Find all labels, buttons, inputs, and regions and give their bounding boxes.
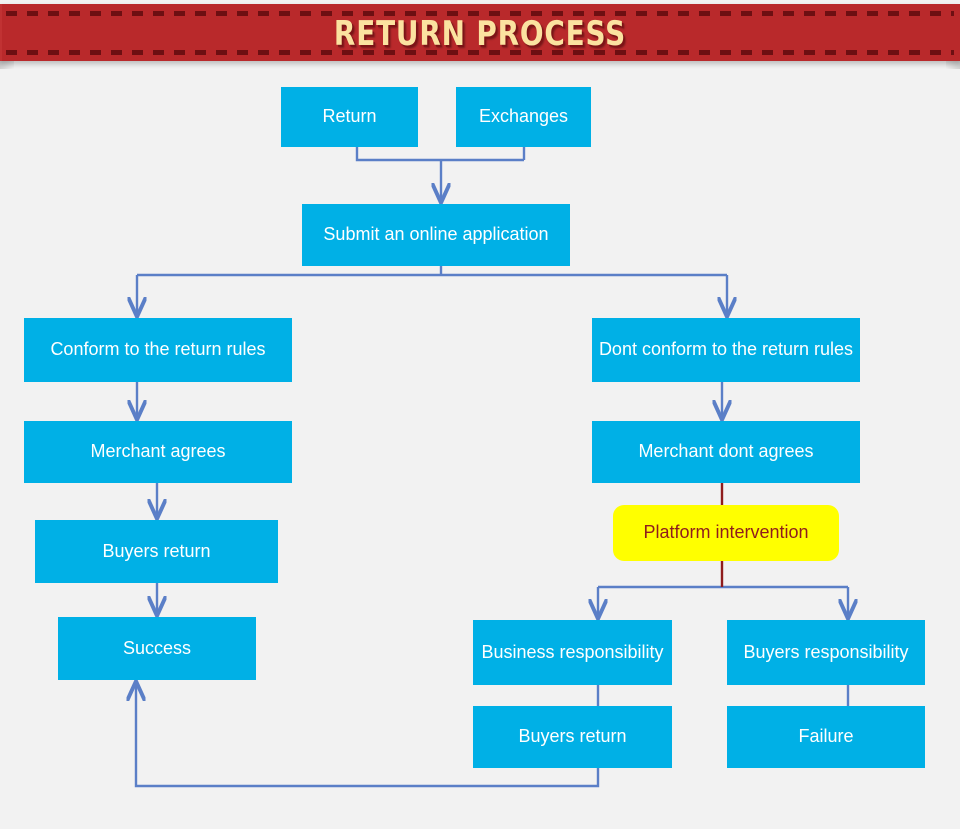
page-title: RETURN PROCESS — [333, 14, 627, 54]
node-exchanges[interactable]: Exchanges — [456, 87, 591, 147]
edge-buyers-return-right-to-success — [136, 683, 600, 788]
banner-shadow-right — [946, 61, 960, 69]
node-platform[interactable]: Platform intervention — [613, 505, 839, 561]
banner-dashed-line-bottom — [6, 50, 954, 55]
edge-return-to-submit — [355, 147, 524, 162]
node-label: Buyers responsibility — [743, 641, 909, 662]
node-label: Merchant agrees — [90, 441, 226, 462]
node-merchant-agrees[interactable]: Merchant agrees — [24, 421, 292, 483]
node-return[interactable]: Return — [281, 87, 418, 147]
node-submit[interactable]: Submit an online application — [302, 204, 570, 266]
banner-dashed-line-top — [6, 11, 954, 16]
banner-shadow-left — [0, 61, 14, 69]
node-label: Submit an online application — [323, 224, 549, 245]
node-success[interactable]: Success — [58, 617, 256, 680]
node-buyers-resp[interactable]: Buyers responsibility — [727, 620, 925, 685]
node-merchant-disagrees[interactable]: Merchant dont agrees — [592, 421, 860, 483]
node-label: Failure — [798, 726, 854, 747]
node-label: Merchant dont agrees — [638, 441, 814, 462]
node-label: Buyers return — [518, 726, 627, 747]
node-not-conform[interactable]: Dont conform to the return rules — [592, 318, 860, 382]
node-label: Platform intervention — [643, 522, 809, 543]
node-label: Exchanges — [478, 106, 569, 127]
node-buyers-return-right[interactable]: Buyers return — [473, 706, 672, 768]
node-label: Dont conform to the return rules — [598, 339, 854, 360]
node-label: Business responsibility — [481, 641, 664, 662]
node-business-resp[interactable]: Business responsibility — [473, 620, 672, 685]
node-label: Conform to the return rules — [50, 339, 266, 360]
node-label: Buyers return — [102, 540, 211, 561]
node-failure[interactable]: Failure — [727, 706, 925, 768]
node-conform[interactable]: Conform to the return rules — [24, 318, 292, 382]
node-label: Success — [122, 637, 192, 658]
node-buyers-return-left[interactable]: Buyers return — [35, 520, 278, 583]
node-label: Return — [322, 106, 377, 127]
header-banner: RETURN PROCESS — [0, 4, 960, 61]
